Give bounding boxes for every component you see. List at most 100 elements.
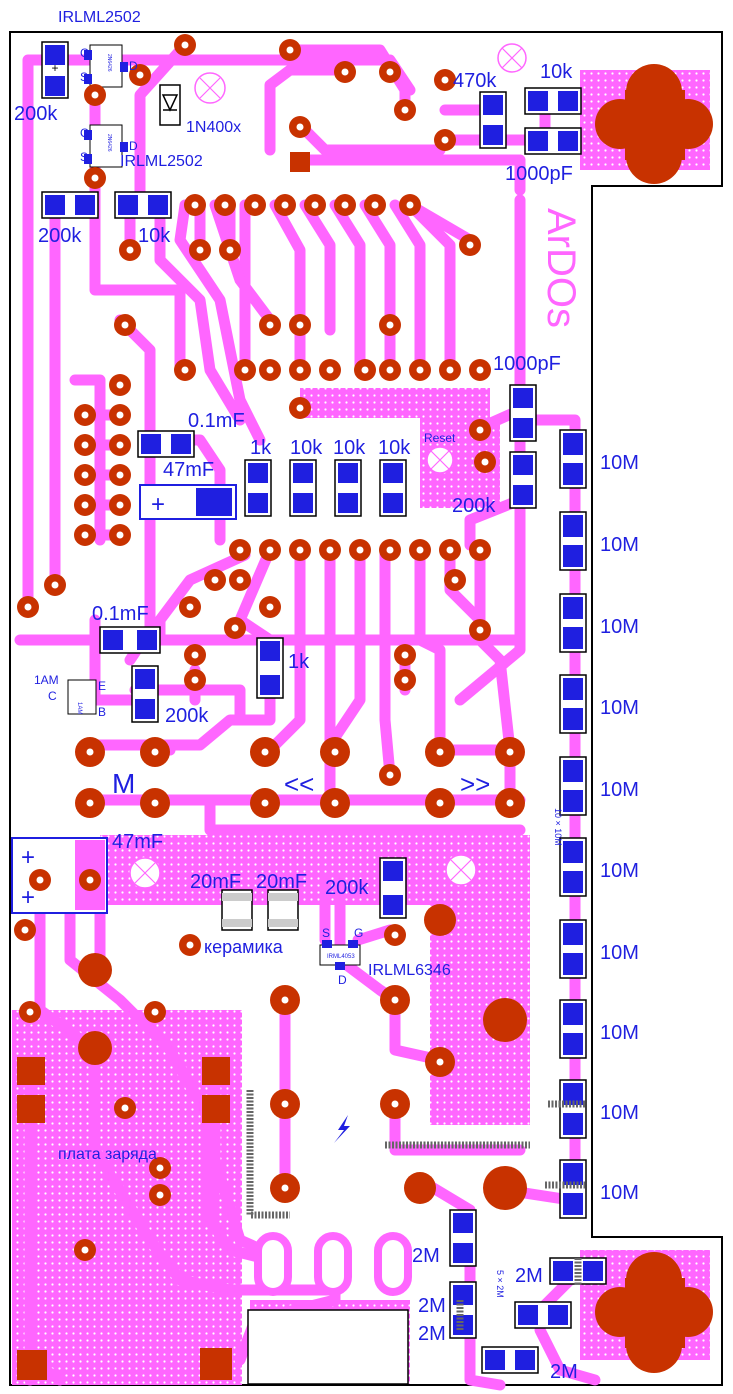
label-1k-b: 1k (288, 651, 310, 673)
drill-hole (116, 531, 124, 539)
drill-hole (91, 91, 99, 99)
drill-hole (296, 404, 304, 412)
label-btn-next: >> (460, 769, 490, 799)
drill-hole (476, 366, 484, 374)
divider-resistor (559, 429, 587, 489)
label-10k-c: 10k (333, 437, 366, 459)
divider-chain-10m (559, 429, 587, 1219)
label-q-top: IRLML2502 (58, 9, 141, 26)
smd-resistor-1k-a (244, 459, 272, 517)
divider-resistor (559, 999, 587, 1059)
drill-hole (231, 624, 239, 632)
label-20mf-a: 20mF (190, 871, 241, 893)
smd-cap-47mf-top: + (139, 484, 237, 520)
drill-hole (481, 458, 489, 466)
label-divider-note: 10 × 10M (553, 808, 563, 846)
drill-hole (81, 1246, 89, 1254)
chain-label: 2M (550, 1361, 578, 1383)
drill-hole (416, 366, 424, 374)
smd-resistor-1k-b (256, 637, 284, 699)
label-charge-board: плата заряда (58, 1146, 157, 1163)
label-q-bottom: IRLML6346 (368, 962, 451, 979)
component-labels: IRLML2502 IRLML2502 200k 200k 10k 1N400x… (14, 9, 573, 1298)
coil-wires (246, 1090, 585, 1330)
drill-hole (476, 426, 484, 434)
smd-resistor-10k-c (379, 459, 407, 517)
drill-hole (116, 471, 124, 479)
drill-hole (26, 1008, 34, 1016)
drill-hole (391, 1100, 399, 1108)
label-1am: 1AM (34, 673, 59, 687)
label-brand: ArDOs (539, 208, 583, 328)
drill-hole (116, 381, 124, 389)
drill-hole (506, 799, 514, 807)
drill-hole (296, 321, 304, 329)
drill-hole (401, 106, 409, 114)
drill-hole (371, 201, 379, 209)
divider-label: 10M (600, 697, 639, 719)
drill-hole (241, 366, 249, 374)
smd-resistor-10k-b (334, 459, 362, 517)
drill-hole (116, 441, 124, 449)
chain-label: 2M (418, 1323, 446, 1345)
drill-hole (126, 246, 134, 254)
drill-hole (391, 931, 399, 939)
drill-hole (186, 603, 194, 611)
drill-hole (261, 748, 269, 756)
drill-hole (21, 926, 29, 934)
chain-label: 2M (515, 1265, 543, 1287)
drill-hole (386, 546, 394, 554)
smd-cap-01mf-bottom (99, 626, 161, 654)
divider-label: 10M (600, 452, 639, 474)
drill-hole (281, 1184, 289, 1192)
divider-label: 10M (600, 942, 639, 964)
drill-hole (191, 201, 199, 209)
drill-hole (151, 748, 159, 756)
smd-resistor-10k-top (524, 87, 582, 115)
drill-hole (81, 471, 89, 479)
slot-outline (247, 1309, 409, 1385)
label-1000pf-mid: 1000pF (493, 353, 561, 375)
tiny-q3: IRML4053 (327, 954, 355, 960)
drill-hole (476, 546, 484, 554)
drill-hole (326, 546, 334, 554)
smd-resistor-200k-mid (131, 665, 159, 723)
drill-hole (196, 246, 204, 254)
drill-hole (151, 799, 159, 807)
drill-hole (451, 576, 459, 584)
smd-resistor-200k-left (41, 191, 99, 219)
drill-hole (121, 1104, 129, 1112)
label-200k-b: 200k (38, 225, 82, 247)
drill-hole (91, 174, 99, 182)
drill-hole (476, 626, 484, 634)
drill-hole (86, 876, 94, 884)
sot23-pads (84, 50, 358, 970)
label-10k-d: 10k (378, 437, 411, 459)
drill-hole (436, 1058, 444, 1066)
label-47mf-top: 47mF (163, 459, 214, 481)
drill-hole (81, 531, 89, 539)
pin-d1: D (129, 59, 138, 73)
pin-s3: S (322, 926, 330, 940)
drill-hole (251, 201, 259, 209)
drill-hole (296, 123, 304, 131)
divider-resistor (559, 1159, 587, 1219)
drill-hole (81, 441, 89, 449)
label-1000pf-top: 1000pF (505, 163, 573, 185)
svg-text:+: + (151, 491, 165, 518)
pin-d3: D (338, 973, 347, 987)
drill-hole (226, 246, 234, 254)
drill-hole (186, 941, 194, 949)
label-10k-b: 10k (290, 437, 323, 459)
label-diode: 1N400x (186, 119, 241, 136)
label-47mf-left: 47mF (112, 831, 163, 853)
chain-label: 2M (412, 1245, 440, 1267)
drill-hole (181, 41, 189, 49)
pin-c: C (48, 689, 57, 703)
drill-hole (266, 366, 274, 374)
drill-hole (446, 366, 454, 374)
tiny-1am: 1AM (76, 702, 82, 714)
board-outline (9, 31, 723, 1386)
label-470k: 470k (453, 70, 497, 92)
